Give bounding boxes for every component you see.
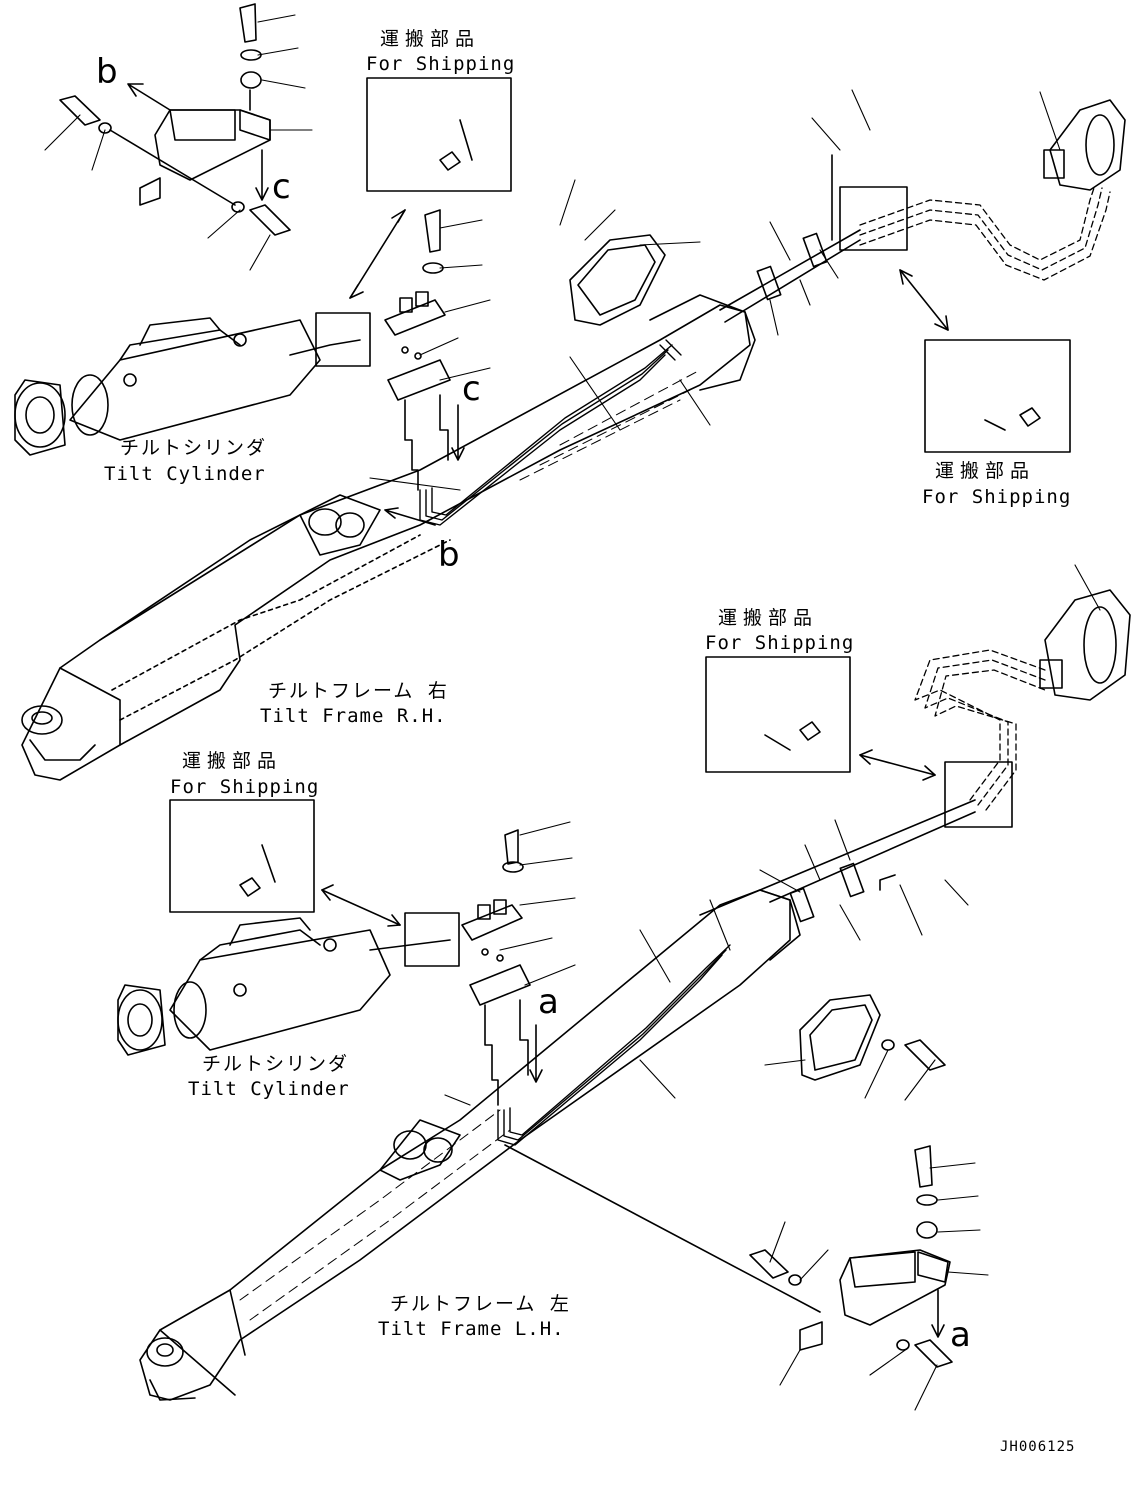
callout-label-c-frame: c xyxy=(462,369,481,409)
shipping-jp-top: 運搬部品 xyxy=(380,28,481,50)
gasket-lower xyxy=(469,964,531,1006)
hose-right-upper xyxy=(859,184,1111,281)
step-bracket-lower xyxy=(799,1249,951,1351)
tilt-frame-lh-jp: チルトフレーム 左 xyxy=(390,1293,571,1315)
tilt-cylinder-jp-upper: チルトシリンダ xyxy=(120,437,268,459)
callout-label-a-lower: a xyxy=(950,1315,971,1355)
tilt-cylinder-lower xyxy=(117,917,451,1056)
callout-arrow-c-frame xyxy=(451,404,465,461)
plate-upper xyxy=(384,299,446,336)
cover-lower xyxy=(799,994,881,1081)
callout-label-b-frame: b xyxy=(438,535,460,575)
leaders-lower xyxy=(444,564,1101,1411)
tilt-cylinder-upper xyxy=(14,317,361,456)
tilt-frame-rh-jp: チルトフレーム 右 xyxy=(268,680,449,702)
shipping-en-left: For Shipping xyxy=(170,776,320,798)
tilt-frame-lh-en: Tilt Frame L.H. xyxy=(378,1318,565,1340)
tilt-frame-rh-en: Tilt Frame R.H. xyxy=(260,705,447,727)
shipping-box-right xyxy=(924,339,1071,453)
shipping-jp-right: 運搬部品 xyxy=(935,460,1036,482)
upper-assembly xyxy=(14,3,1126,781)
hose-pair-upper xyxy=(419,339,682,526)
callout-label-b-upper: b xyxy=(96,52,118,92)
tilt-frame-lh xyxy=(139,889,791,1401)
motor-lower xyxy=(1039,589,1131,701)
callout-arrow-a-frame xyxy=(529,1024,543,1083)
callout-arrow-c-upper xyxy=(255,149,269,201)
callout-arrow-a-lower xyxy=(931,1289,945,1338)
motor-upper xyxy=(1043,99,1126,191)
shipping-jp-mid: 運搬部品 xyxy=(718,607,819,629)
hose-pair-lower xyxy=(497,944,731,1146)
lower-assembly xyxy=(117,564,1131,1411)
shipping-box-left xyxy=(169,799,315,913)
cover-upper xyxy=(569,234,666,326)
callout-label-c-upper: c xyxy=(272,167,291,207)
shipping-en-top: For Shipping xyxy=(366,53,516,75)
shipping-box-top xyxy=(366,77,512,192)
shipping-box-mid xyxy=(705,656,851,773)
shipping-en-mid: For Shipping xyxy=(705,632,855,654)
shipping-en-right: For Shipping xyxy=(922,486,1072,508)
callout-arrow-b-upper xyxy=(127,83,171,111)
tilt-cylinder-jp-lower: チルトシリンダ xyxy=(202,1053,350,1075)
tilt-cylinder-en-upper: Tilt Cylinder xyxy=(104,463,266,485)
shipping-jp-left: 運搬部品 xyxy=(182,750,283,772)
callout-label-a-frame: a xyxy=(538,982,559,1022)
callout-arrow-b-frame xyxy=(384,507,436,526)
tilt-cylinder-en-lower: Tilt Cylinder xyxy=(188,1078,350,1100)
leaders-upper xyxy=(44,14,1061,491)
plate-lower xyxy=(461,904,523,941)
hose-right-lower xyxy=(914,649,1046,811)
step-bracket-upper xyxy=(139,109,271,206)
tilt-frame-rh xyxy=(21,304,751,781)
gasket-upper xyxy=(387,359,451,401)
drawing-code: JH006125 xyxy=(1000,1439,1076,1455)
